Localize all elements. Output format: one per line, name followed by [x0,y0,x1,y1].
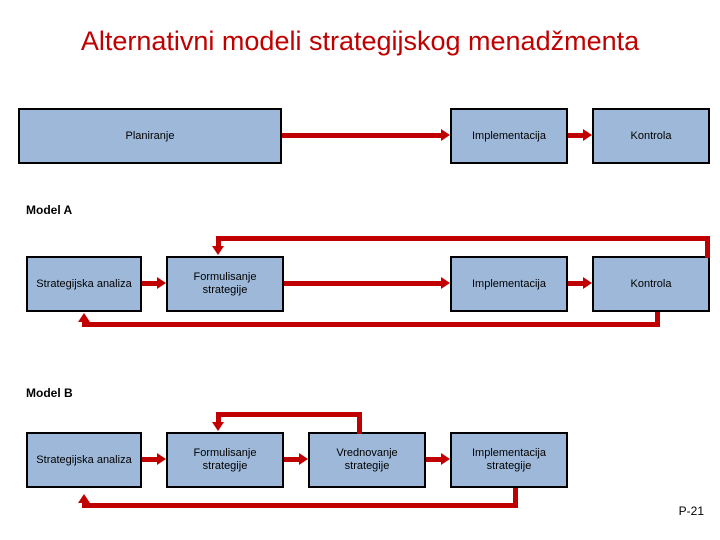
box-implementacija-a: Implementacija [450,256,568,312]
box-strategijska-analiza-a: Strategijska analiza [26,256,142,312]
feedback-a-top-left-vertical [216,236,221,248]
page-number: P-21 [678,504,704,518]
feedback-b-bottom-right-vertical [513,488,518,508]
connector-a-1 [142,281,157,286]
feedback-a-top-right-vertical [705,236,710,258]
feedback-b-top-horizontal [216,412,362,417]
arrowhead-a-feedback-bottom [78,313,90,322]
connector-b-2 [284,457,299,462]
connector-b-3 [426,457,441,462]
box-implementacija-strategije-b: Implementacija strategije [450,432,568,488]
box-label: Kontrola [630,277,672,290]
section-label-model-a: Model A [26,203,73,217]
box-label: Formulisanje strategije [193,271,257,296]
box-kontrola-top: Kontrola [592,108,710,164]
feedback-b-bottom-horizontal [82,503,518,508]
box-label: Vrednovanje strategije [336,447,398,472]
box-formulisanje-strategije-b: Formulisanje strategije [166,432,284,488]
box-planiranje: Planiranje [18,108,282,164]
box-label: Implementacija [472,277,546,290]
box-label: Strategijska analiza [36,453,132,466]
feedback-a-top-horizontal [216,236,710,241]
feedback-a-bottom-horizontal [82,322,660,327]
box-label: Implementacija strategije [472,447,546,472]
box-label: Formulisanje strategije [193,447,257,472]
box-implementacija-top: Implementacija [450,108,568,164]
arrowhead-top-2 [583,129,592,141]
connector-a-3 [568,281,583,286]
arrowhead-a-3 [583,277,592,289]
arrowhead-a-1 [157,277,166,289]
feedback-a-bottom-right-vertical [655,312,660,327]
box-label: Strategijska analiza [36,277,132,290]
arrowhead-b-3 [441,453,450,465]
connector-a-2 [284,281,441,286]
arrowhead-b-feedback-bottom [78,494,90,503]
arrowhead-b-feedback-top [212,422,224,431]
connector-top-2 [568,133,583,138]
feedback-b-top-left-vertical [216,412,221,424]
feedback-b-top-right-vertical [357,412,362,434]
arrowhead-a-feedback-top [212,246,224,255]
box-vrednovanje-strategije-b: Vrednovanje strategije [308,432,426,488]
box-formulisanje-strategije-a: Formulisanje strategije [166,256,284,312]
arrowhead-top-1 [441,129,450,141]
connector-top-1 [282,133,441,138]
connector-b-1 [142,457,157,462]
section-label-model-b: Model B [26,386,73,400]
arrowhead-b-2 [299,453,308,465]
box-label: Planiranje [125,129,175,142]
arrowhead-b-1 [157,453,166,465]
box-strategijska-analiza-b: Strategijska analiza [26,432,142,488]
box-kontrola-a: Kontrola [592,256,710,312]
arrowhead-a-2 [441,277,450,289]
box-label: Kontrola [630,129,672,142]
box-label: Implementacija [472,129,546,142]
page-title: Alternativni modeli strategijskog menadž… [80,26,640,56]
